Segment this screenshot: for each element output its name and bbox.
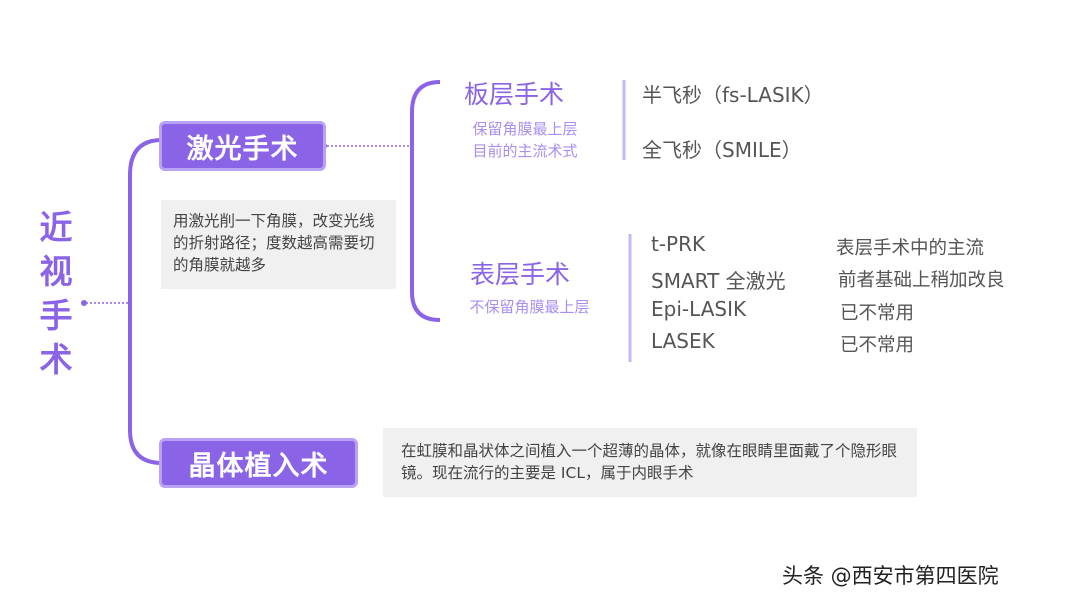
surface-item-name: SMART 全激光 bbox=[651, 269, 786, 293]
root-title-char: 术 bbox=[39, 340, 73, 379]
lens-implant-node: 晶体植入术 bbox=[159, 438, 358, 488]
watermark: 头条 @西安市第四医院 bbox=[782, 564, 999, 588]
flap-item: 半飞秒（fs-LASIK） bbox=[642, 83, 824, 107]
sub-bracket bbox=[410, 80, 441, 322]
surface-surgery-title: 表层手术 bbox=[470, 260, 571, 289]
root-dot bbox=[81, 300, 87, 306]
laser-surgery-note: 用激光削一下角膜，改变光线的折射路径；度数越高需要切的角膜就越多 bbox=[161, 200, 396, 289]
flap-surgery-desc: 保留角膜最上层 目前的主流术式 bbox=[455, 118, 595, 162]
root-title-char: 近 bbox=[39, 208, 73, 247]
surface-item-name: LASEK bbox=[651, 329, 715, 353]
lens-implant-note: 在虹膜和晶状体之间植入一个超薄的晶体，就像在眼睛里面戴了个隐形眼镜。现在流行的主… bbox=[383, 428, 917, 497]
surface-item-name: t-PRK bbox=[651, 232, 706, 256]
flap-item: 全飞秒（SMILE） bbox=[642, 138, 802, 162]
root-title: 近 视 手 术 bbox=[36, 206, 76, 382]
surface-item-note: 已不常用 bbox=[840, 335, 915, 356]
laser-surgery-node: 激光手术 bbox=[159, 121, 326, 171]
surface-item-note: 已不常用 bbox=[840, 303, 915, 324]
root-title-char: 手 bbox=[39, 296, 73, 335]
root-title-char: 视 bbox=[39, 252, 73, 291]
main-bracket bbox=[128, 138, 163, 465]
flap-desc-line: 目前的主流术式 bbox=[472, 142, 578, 160]
surface-item-note: 表层手术中的主流 bbox=[836, 238, 985, 259]
surface-item-note: 前者基础上稍加改良 bbox=[838, 270, 1005, 291]
flap-surgery-title: 板层手术 bbox=[464, 80, 565, 109]
surface-item-name: Epi-LASIK bbox=[651, 297, 747, 321]
surface-surgery-desc: 不保留角膜最上层 bbox=[469, 298, 590, 316]
flap-desc-line: 保留角膜最上层 bbox=[472, 120, 578, 138]
